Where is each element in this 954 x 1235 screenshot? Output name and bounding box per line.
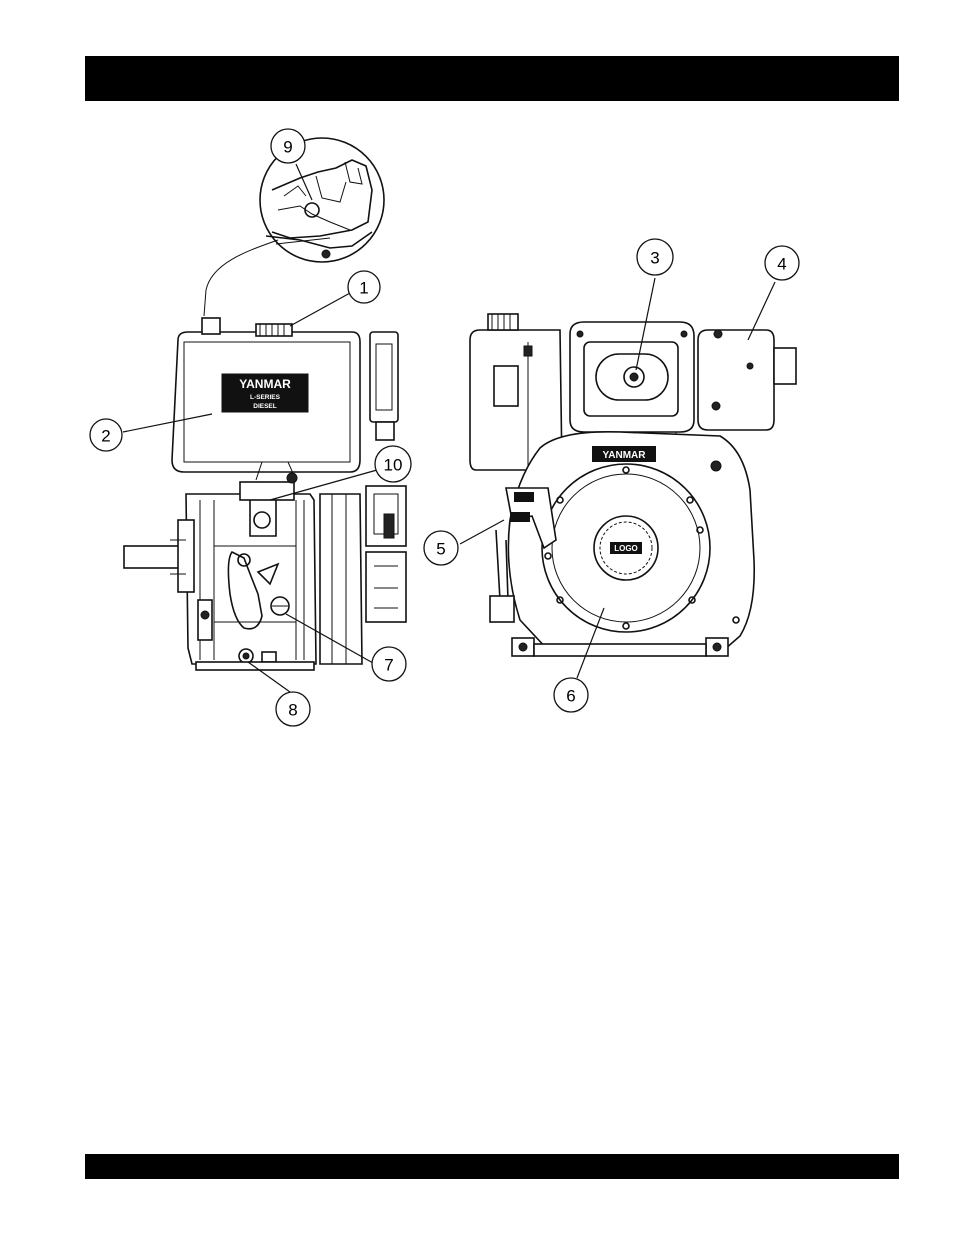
callout-5-label: 5 [436, 540, 445, 559]
callout-3-label: 3 [650, 249, 659, 268]
callout-10-label: 10 [384, 456, 403, 475]
callout-2-label: 2 [101, 427, 110, 446]
callout-2: 2 [90, 419, 122, 451]
callout-4-label: 4 [777, 255, 786, 274]
leader-5 [460, 520, 504, 544]
shroud-logo: YANMAR [603, 450, 647, 461]
muffler [698, 330, 796, 430]
head-front [570, 322, 694, 446]
tank-logo-sub1: L-SERIES [250, 394, 281, 401]
leader-1 [290, 293, 350, 326]
callout-9: 9 [271, 129, 305, 163]
engine-side-view: YANMAR L-SERIES DIESEL [124, 138, 406, 670]
air-cleaner-side [370, 332, 398, 440]
callout-5: 5 [424, 531, 458, 565]
callout-6: 6 [554, 678, 588, 712]
callout-7-label: 7 [384, 656, 393, 675]
callout-4: 4 [765, 246, 799, 280]
callout-10: 10 [375, 446, 411, 482]
starter-cap-logo: LOGO [614, 544, 638, 553]
callout-1-label: 1 [359, 279, 368, 298]
crankcase-side [124, 462, 406, 670]
tank-logo-sub2: DIESEL [253, 403, 277, 410]
fuel-tank: YANMAR L-SERIES DIESEL [172, 318, 360, 472]
callout-3: 3 [637, 239, 673, 275]
callout-7: 7 [372, 647, 406, 681]
engine-front-view: YANMAR LOGO [470, 314, 796, 656]
callout-1: 1 [348, 271, 380, 303]
tank-logo-brand: YANMAR [239, 377, 291, 391]
callout-8-label: 8 [288, 701, 297, 720]
callout-6-label: 6 [566, 687, 575, 706]
callout-9-label: 9 [283, 138, 292, 157]
callout-8: 8 [276, 692, 310, 726]
